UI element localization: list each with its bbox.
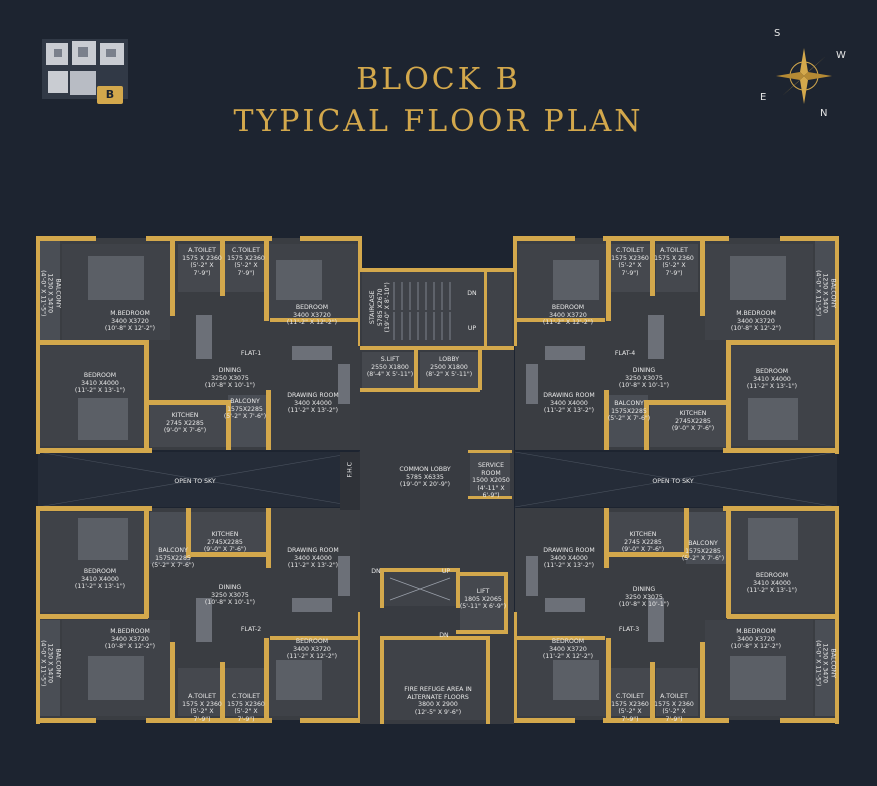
up-label-top: UP <box>467 325 477 332</box>
open-to-sky-right: OPEN TO SKY <box>652 478 694 485</box>
flat1-bedroom-side: BEDROOM 3410 X4000 (11'-2" X 13'-1") <box>74 372 126 394</box>
flat2-dining: DINING 3250 X3075 (10'-8" X 10'-1") <box>204 584 256 606</box>
compass-s: S <box>774 28 781 39</box>
flat2-m-bedroom: M.BEDROOM 3400 X3720 (10'-8" X 12'-2") <box>104 628 156 650</box>
flat3-name: FLAT-3 <box>618 626 640 633</box>
flat4-balcony-small: BALCONY 1575X2285 (5'-2" X 7'-6") <box>607 400 651 422</box>
dn-label-top: DN <box>467 290 477 297</box>
flat-4 <box>513 236 839 454</box>
up-label-bottom: UP <box>441 568 451 575</box>
flat3-drawing-room: DRAWING ROOM 3400 X4000 (11'-2" X 13'-2"… <box>543 547 595 569</box>
flat4-bedroom-side: BEDROOM 3410 X4000 (11'-2" X 13'-1") <box>746 368 798 390</box>
flat4-c-toilet: C.TOILET 1575 X2360 (5'-2" X 7'-9") <box>611 247 649 277</box>
flat2-drawing-room: DRAWING ROOM 3400 X4000 (11'-2" X 13'-2"… <box>287 547 339 569</box>
compass-e: E <box>760 92 767 103</box>
flat3-c-toilet: C.TOILET 1575 X2360 (5'-2" X 7'-9") <box>611 693 649 723</box>
flat3-a-toilet: A.TOILET 1575 X 2360 (5'-2" X 7'-9") <box>654 693 694 723</box>
page-title: BLOCK B <box>356 62 521 97</box>
compass-star-icon <box>776 48 832 104</box>
compass-n: N <box>820 108 828 119</box>
fire-refuge-label: FIRE REFUGE AREA IN ALTERNATE FLOORS 380… <box>404 686 472 716</box>
fhc-label: F.H.C <box>346 462 354 478</box>
flat-1 <box>36 236 362 454</box>
flat1-drawing-room: DRAWING ROOM 3400 X4000 (11'-2" X 13'-2"… <box>287 392 339 414</box>
flat1-m-bedroom: M.BEDROOM 3400 X3720 (10'-8" X 12'-2") <box>104 310 156 332</box>
flat-2 <box>36 506 362 724</box>
flat3-bedroom-side: BEDROOM 3410 X4000 (11'-2" X 13'-1") <box>746 572 798 594</box>
flat2-name: FLAT-2 <box>240 626 262 633</box>
flat-3 <box>513 506 839 724</box>
flat3-balcony-side: BALCONY 1230 X 3470 (4'-0" X 11'-5") <box>814 640 837 687</box>
flat1-kitchen: KITCHEN 2745 X2285 (9'-0" X 7'-6") <box>163 412 207 434</box>
common-lobby-label: COMMON LOBBY 5785 X6335 (19'-0" X 20'-9"… <box>399 466 451 488</box>
flat2-balcony-side: BALCONY 1230 X 3470 (4'-0" X 11'-5") <box>39 640 62 687</box>
open-to-sky-left: OPEN TO SKY <box>174 478 216 485</box>
lift-label: LIFT 1805 X2065 (5'-11" X 6'-9") <box>459 588 507 610</box>
flat2-balcony-small: BALCONY 1575X2285 (5'-2" X 7'-6") <box>151 547 195 569</box>
flat2-bedroom-side: BEDROOM 3410 X4000 (11'-2" X 13'-1") <box>74 568 126 590</box>
flat3-m-bedroom: M.BEDROOM 3400 X3720 (10'-8" X 12'-2") <box>730 628 782 650</box>
flat3-balcony-small: BALCONY 1575X2285 (5'-2" X 7'-6") <box>681 540 725 562</box>
flat2-c-toilet: C.TOILET 1575 X2360 (5'-2" X 7'-9") <box>227 693 265 723</box>
compass-w: W <box>836 50 846 61</box>
flat3-dining: DINING 3250 X3075 (10'-8" X 10'-1") <box>618 586 670 608</box>
flat3-bedroom-bottom: BEDROOM 3400 X3720 (11'-2" X 12'-2") <box>542 638 594 660</box>
page-subtitle: TYPICAL FLOOR PLAN <box>233 104 644 139</box>
flat4-a-toilet: A.TOILET 1575 X 2360 (5'-2" X 7'-9") <box>654 247 694 277</box>
service-room-label: SERVICE ROOM 1500 X2050 (4'-11" X 6'-9") <box>472 462 510 499</box>
flat4-kitchen: KITCHEN 2745X2285 (9'-0" X 7'-6") <box>671 410 715 432</box>
flat1-balcony-small: BALCONY 1575X2285 (5'-2" X 7'-6") <box>223 398 267 420</box>
flat1-c-toilet: C.TOILET 1575 X2360 (5'-2" X 7'-9") <box>227 247 265 277</box>
flat1-bedroom-top: BEDROOM 3400 X3720 (11'-2" X 12'-2") <box>286 304 338 326</box>
key-plan-thumbnail <box>42 39 128 99</box>
flat4-drawing-room: DRAWING ROOM 3400 X4000 (11'-2" X 13'-2"… <box>543 392 595 414</box>
flat4-bedroom-top: BEDROOM 3400 X3720 (11'-2" X 12'-2") <box>542 304 594 326</box>
dn-label-bottom: DN <box>439 632 449 639</box>
flat1-balcony-side: BALCONY 1230 X 3470 (4'-0" X 11'-5") <box>39 270 62 317</box>
s-lift-label: S.LIFT 2550 X1800 (8'-4" X 5'-11") <box>366 356 414 378</box>
flat4-name: FLAT-4 <box>614 350 636 357</box>
flat1-dining: DINING 3250 X3075 (10'-8" X 10'-1") <box>204 367 256 389</box>
flat1-name: FLAT-1 <box>240 350 262 357</box>
flat4-balcony-side: BALCONY 1230 X 3470 (4'-0" X 11'-5") <box>814 270 837 317</box>
flat2-a-toilet: A.TOILET 1575 X 2360 (5'-2" X 7'-9") <box>182 693 222 723</box>
flat4-m-bedroom: M.BEDROOM 3400 X3720 (10'-8" X 12'-2") <box>730 310 782 332</box>
flat2-bedroom-bottom: BEDROOM 3400 X3720 (11'-2" X 12'-2") <box>286 638 338 660</box>
staircase-label: STAIRCASE 5785 X2670 (19'-0" X 8'-10") <box>368 282 391 333</box>
flat3-kitchen: KITCHEN 2745 X2285 (9'-0" X 7'-6") <box>621 531 665 553</box>
building-core <box>340 268 514 724</box>
key-plan-badge: B <box>97 86 123 104</box>
flat1-a-toilet: A.TOILET 1575 X 2360 (5'-2" X 7'-9") <box>182 247 222 277</box>
flat4-dining: DINING 3250 X3075 (10'-8" X 10'-1") <box>618 367 670 389</box>
dn-label-left: DN <box>371 568 381 575</box>
flat2-kitchen: KITCHEN 2745X2285 (9'-0" X 7'-6") <box>203 531 247 553</box>
lobby-label: LOBBY 2500 X1800 (8'-2" X 5'-11") <box>425 356 473 378</box>
